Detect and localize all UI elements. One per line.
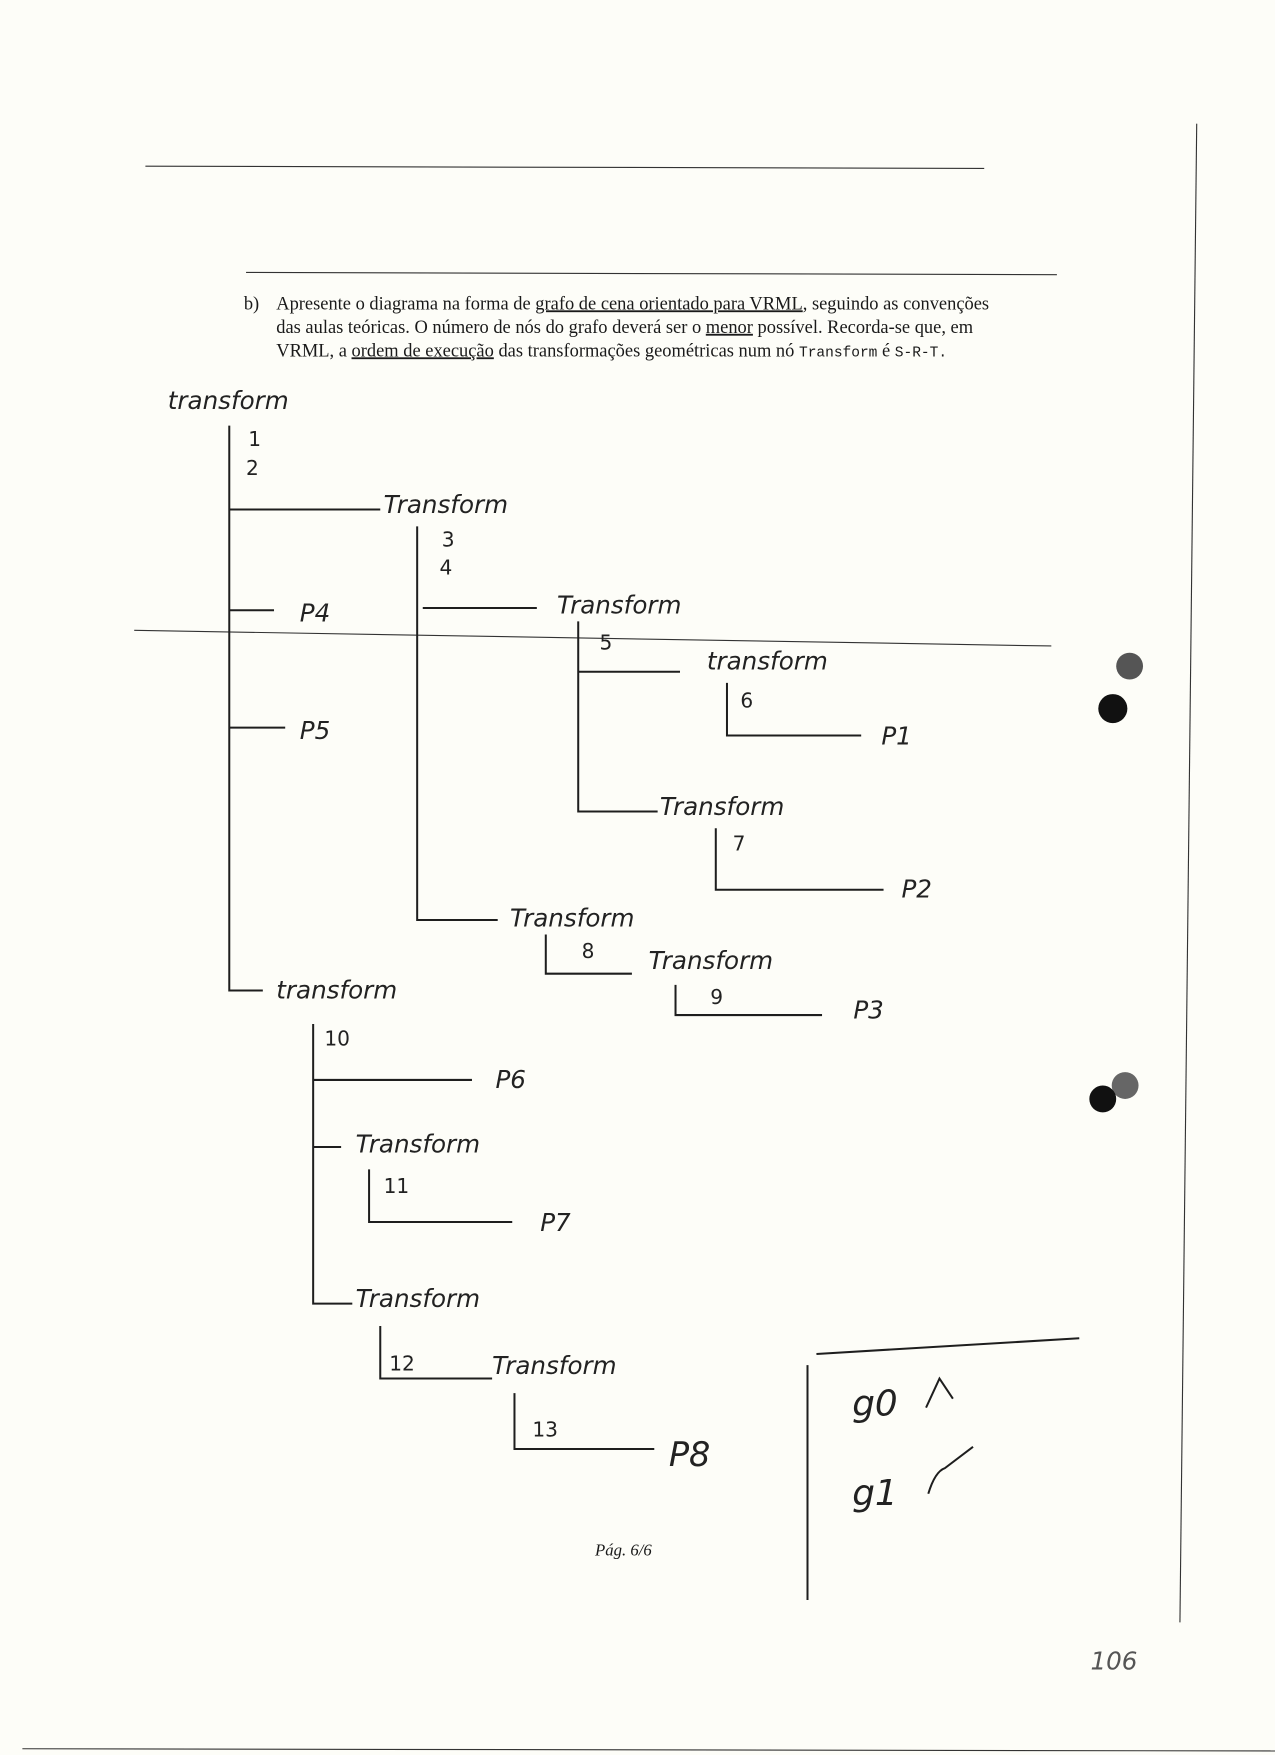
- field-8: 8: [582, 939, 595, 963]
- arrow-curve-icon: [927, 1445, 974, 1495]
- shape-p2: P2: [901, 875, 931, 904]
- node-transform-b: Transform: [557, 591, 681, 620]
- field-7: 7: [733, 832, 746, 856]
- arrow-up-icon: [925, 1376, 954, 1409]
- shape-p6: P6: [495, 1065, 525, 1094]
- fold-line: [134, 629, 1052, 647]
- field-2: 2: [246, 456, 259, 480]
- punch-hole: [1098, 694, 1128, 724]
- field-1: 1: [248, 427, 261, 451]
- scene-graph-labels: transform 1 2 Transform 3 4 P4 P5 Transf…: [168, 386, 932, 1474]
- note-g1: g1: [852, 1473, 897, 1514]
- question-line-3: VRML, a ordem de execução das transforma…: [276, 340, 947, 361]
- shape-p1: P1: [881, 721, 911, 750]
- bottom-edge: [22, 1748, 1275, 1752]
- note-g0: g0: [852, 1383, 897, 1424]
- field-9: 9: [710, 985, 723, 1009]
- node-transform-f: Transform: [649, 946, 773, 975]
- field-12: 12: [389, 1352, 415, 1376]
- node-transform-h: Transform: [356, 1130, 480, 1159]
- question-line-2: das aulas teóricas. O número de nós do g…: [276, 317, 973, 337]
- section-rule: [246, 271, 1057, 276]
- node-transform-i: Transform: [356, 1284, 480, 1313]
- field-10: 10: [324, 1026, 350, 1050]
- field-13: 13: [532, 1418, 558, 1442]
- node-root-transform: transform: [168, 386, 289, 415]
- shape-p4: P4: [300, 598, 330, 627]
- question-line-1: Apresente o diagrama na forma de grafo d…: [276, 293, 989, 313]
- shape-p5: P5: [300, 716, 330, 745]
- field-4: 4: [440, 555, 453, 579]
- punch-hole: [1089, 1085, 1117, 1113]
- field-5: 5: [599, 630, 612, 654]
- field-3: 3: [442, 527, 455, 551]
- shape-p7: P7: [540, 1208, 571, 1237]
- node-transform-g: transform: [276, 975, 397, 1004]
- page-edge: [1179, 123, 1198, 1623]
- sheet-number: 106: [1090, 1646, 1137, 1675]
- node-transform-c: transform: [707, 646, 828, 675]
- field-11: 11: [384, 1174, 410, 1198]
- node-transform-d: Transform: [660, 792, 784, 821]
- top-rule: [145, 165, 985, 169]
- question-label: b): [244, 293, 259, 314]
- field-6: 6: [740, 689, 753, 713]
- punch-hole: [1111, 1072, 1139, 1099]
- node-transform-j: Transform: [492, 1351, 616, 1380]
- page-number: Pág. 6/6: [594, 1540, 652, 1559]
- punch-hole: [1116, 652, 1144, 680]
- node-transform-e: Transform: [510, 904, 634, 933]
- scene-graph-lines: [228, 425, 1080, 1600]
- node-transform-a: Transform: [384, 490, 508, 519]
- shape-p8: P8: [669, 1435, 711, 1474]
- shape-p3: P3: [853, 995, 883, 1024]
